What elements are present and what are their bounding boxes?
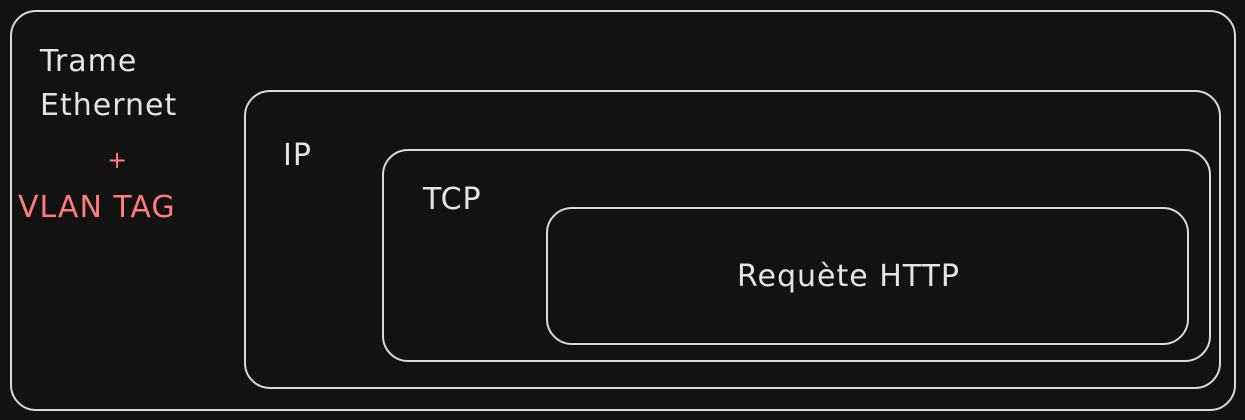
vlan-plus-sign: + <box>107 146 129 174</box>
ethernet-frame-title-line2: Ethernet <box>40 88 178 123</box>
ip-packet-box <box>244 90 1221 389</box>
tcp-segment-label: TCP <box>423 182 482 217</box>
ip-packet-label: IP <box>283 138 312 173</box>
http-request-box <box>546 207 1189 345</box>
tcp-segment-box <box>382 149 1211 362</box>
ethernet-frame-box <box>10 10 1236 411</box>
ethernet-frame-title-line1: Trame <box>40 44 138 79</box>
http-request-label: Requète HTTP <box>737 259 960 294</box>
vlan-tag-label: VLAN TAG <box>18 190 176 225</box>
